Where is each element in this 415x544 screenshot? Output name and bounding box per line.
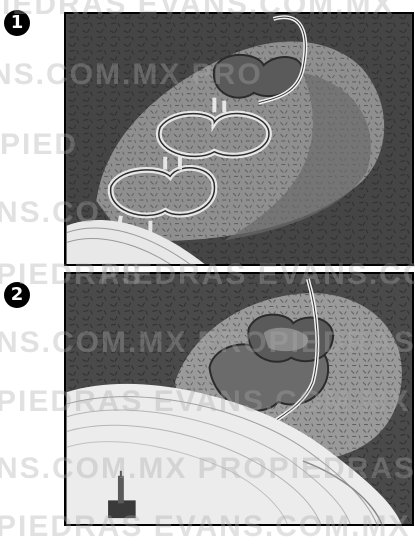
- step-1-badge: 1: [4, 10, 30, 36]
- step-1-number: 1: [11, 14, 24, 32]
- step-2-badge: 2: [4, 282, 30, 308]
- rock-fountain-illustration-1: [66, 14, 412, 264]
- step-2-illustration: [64, 272, 414, 526]
- step-2-number: 2: [11, 286, 24, 304]
- step-1-illustration: [64, 12, 414, 266]
- rock-fountain-illustration-2: [66, 274, 412, 524]
